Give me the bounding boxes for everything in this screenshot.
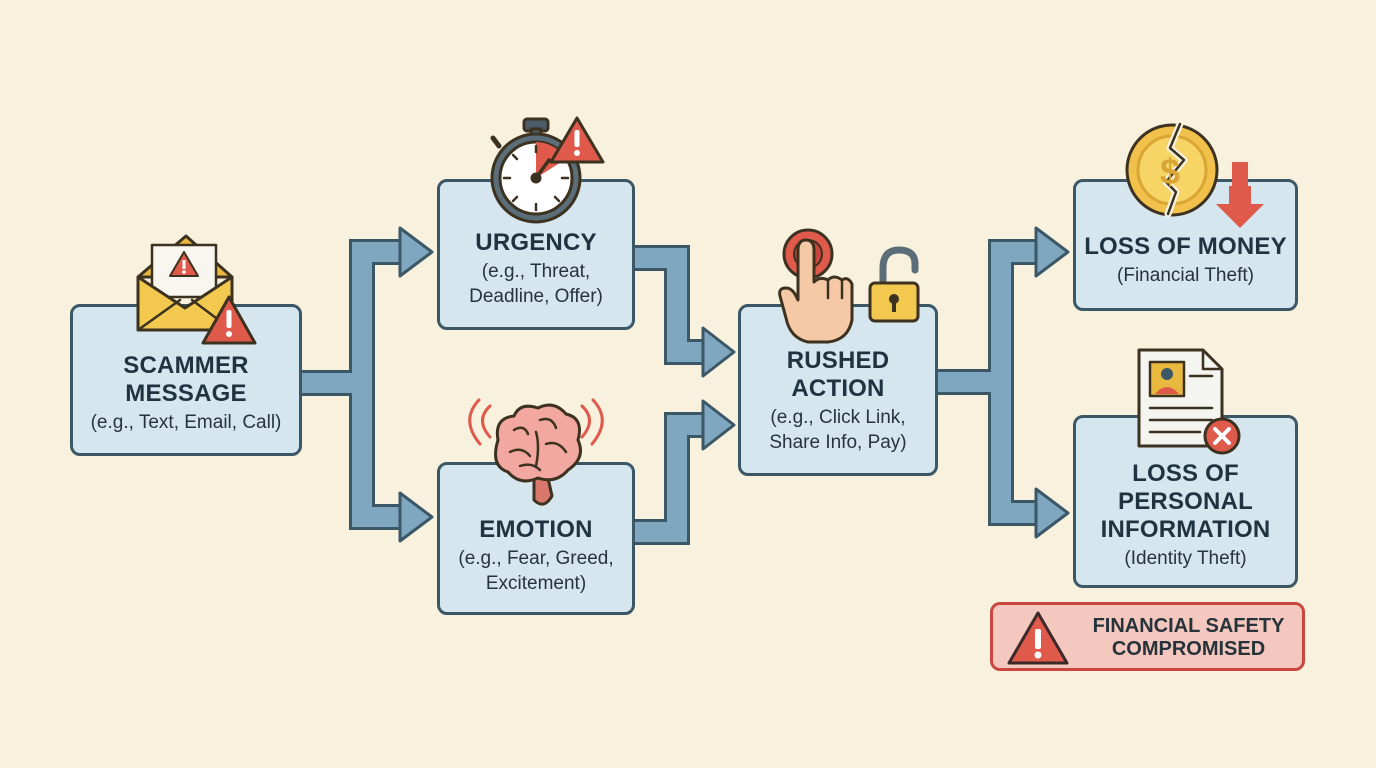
node-subtitle: (Financial Theft) [1117,265,1254,286]
node-title: RUSHED ACTION [786,347,890,402]
arrowhead-to-emotion [398,491,434,543]
node-title: LOSS OF MONEY [1084,233,1287,260]
node-subtitle: (e.g., Threat, Deadline, Offer) [469,261,603,307]
arrowhead-urgency-to-rushed [701,326,736,378]
error-x-icon [1203,417,1241,455]
node-loss-of-personal-information: LOSS OF PERSONAL INFORMATION (Identity T… [1073,415,1298,588]
warning-icon [201,295,257,345]
node-title: SCAMMER MESSAGE [123,352,249,407]
alert-text: FINANCIAL SAFETY COMPROMISED [1092,615,1285,660]
warning-icon [1007,611,1069,665]
alert-banner: FINANCIAL SAFETY COMPROMISED [990,602,1305,671]
arrowhead-to-money [1034,226,1070,278]
node-subtitle: (Identity Theft) [1124,548,1247,569]
node-title: URGENCY [475,229,597,256]
node-title: LOSS OF PERSONAL INFORMATION [1100,460,1271,543]
node-subtitle: (e.g., Click Link, Share Info, Pay) [769,407,907,453]
node-subtitle: (e.g., Text, Email, Call) [90,412,282,433]
open-padlock-icon [868,246,920,323]
node-title: EMOTION [479,516,593,543]
node-scammer-message: SCAMMER MESSAGE (e.g., Text, Email, Call… [70,304,302,456]
id-document-icon [1137,348,1224,448]
node-subtitle: (e.g., Fear, Greed, Excitement) [458,548,614,594]
arrowhead-to-urgency [398,226,434,278]
svg-text:$: $ [1160,151,1180,192]
warning-icon [549,116,605,164]
down-arrow-icon [1216,162,1264,228]
brain-icon [468,398,604,506]
envelope-icon [136,234,234,332]
arrowhead-emotion-to-rushed [701,399,736,451]
hand-pointer-icon [778,238,854,344]
arrowhead-to-personal [1034,487,1070,539]
broken-coin-icon: $ [1125,120,1219,218]
